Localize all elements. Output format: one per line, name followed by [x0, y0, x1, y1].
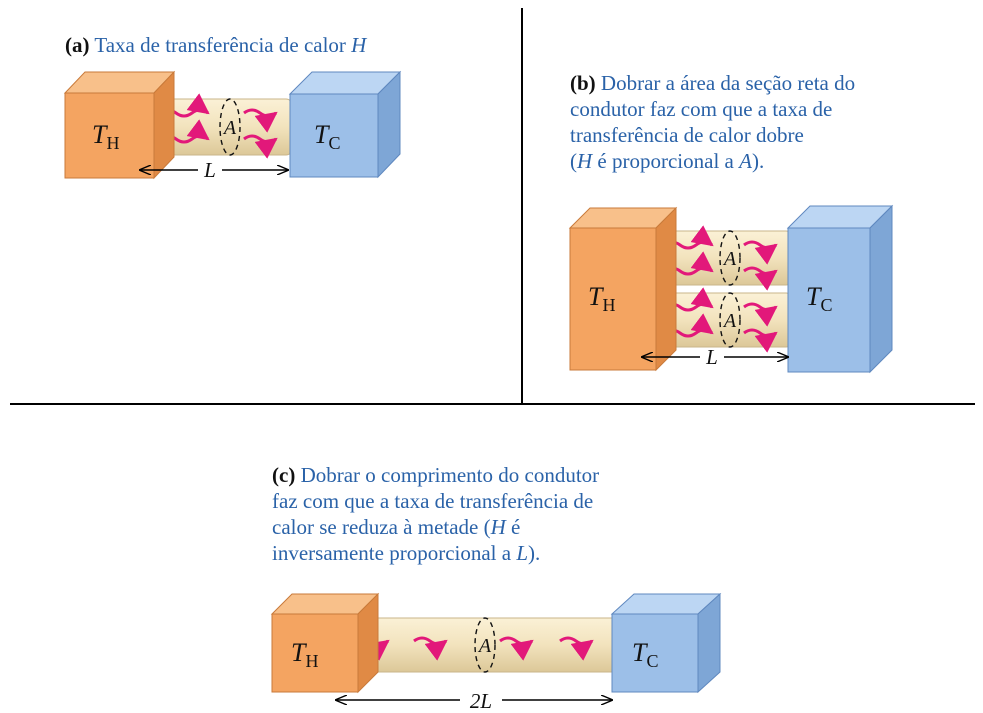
area-symbol: A — [477, 635, 492, 657]
cold-reservoir — [786, 204, 894, 374]
caption-b-run: H — [577, 149, 593, 173]
caption-c-run: ). — [528, 541, 541, 565]
area-symbol-upper: A — [722, 248, 737, 270]
hot-temperature-label: TH — [92, 120, 119, 153]
caption-c-run: Dobrar o comprimento do condutor — [300, 463, 600, 487]
caption-b-run: ( — [570, 149, 577, 173]
area-symbol: A — [222, 117, 237, 139]
cold-reservoir — [288, 70, 402, 179]
caption-b-run: ). — [751, 149, 765, 173]
caption-b-run: A — [739, 149, 752, 173]
panel-b-figure: A A TH TC L — [568, 204, 894, 374]
hot-temperature-label: TH — [291, 638, 318, 671]
length-label: L — [705, 345, 718, 369]
caption-a-label: (a) — [65, 33, 90, 57]
caption-b-run: transferência de calor dobre — [570, 123, 804, 147]
hot-reservoir — [63, 70, 176, 180]
caption-b-run: condutor faz com que a taxa de — [570, 97, 833, 121]
hot-reservoir — [568, 206, 678, 372]
caption-b-label: (b) — [570, 71, 596, 95]
cold-temperature-label: TC — [632, 638, 658, 671]
caption-b-run: é proporcional a — [592, 149, 740, 173]
caption-c-run: inversamente proporcional a — [272, 541, 517, 565]
caption-a-text: Taxa de transferência de calor H — [94, 33, 366, 57]
caption-a-run: Taxa de transferência de calor — [94, 33, 352, 57]
panel-a-figure: A TH TC L — [63, 70, 402, 182]
cold-temperature-label: TC — [314, 120, 340, 153]
length-label: 2L — [470, 689, 492, 713]
cold-reservoir — [610, 592, 722, 694]
caption-c-run: H — [490, 515, 506, 539]
panel-c-figure: A TH TC 2L — [270, 592, 722, 713]
caption-a: (a) Taxa de transferência de calor H — [65, 32, 366, 58]
hot-temperature-label: TH — [588, 282, 615, 315]
area-symbol-lower: A — [722, 310, 737, 332]
length-label: L — [203, 158, 216, 182]
caption-c-run: faz com que a taxa de transferência de — [272, 489, 594, 513]
hot-reservoir — [270, 592, 380, 694]
caption-a-run: H — [351, 33, 367, 57]
cold-temperature-label: TC — [806, 282, 832, 315]
caption-c-run: L — [516, 541, 529, 565]
caption-c-run: é — [505, 515, 521, 539]
caption-c-run: calor se reduza à metade ( — [272, 515, 491, 539]
caption-c-label: (c) — [272, 463, 296, 487]
caption-b-run: Dobrar a área da seção reta do — [600, 71, 856, 95]
